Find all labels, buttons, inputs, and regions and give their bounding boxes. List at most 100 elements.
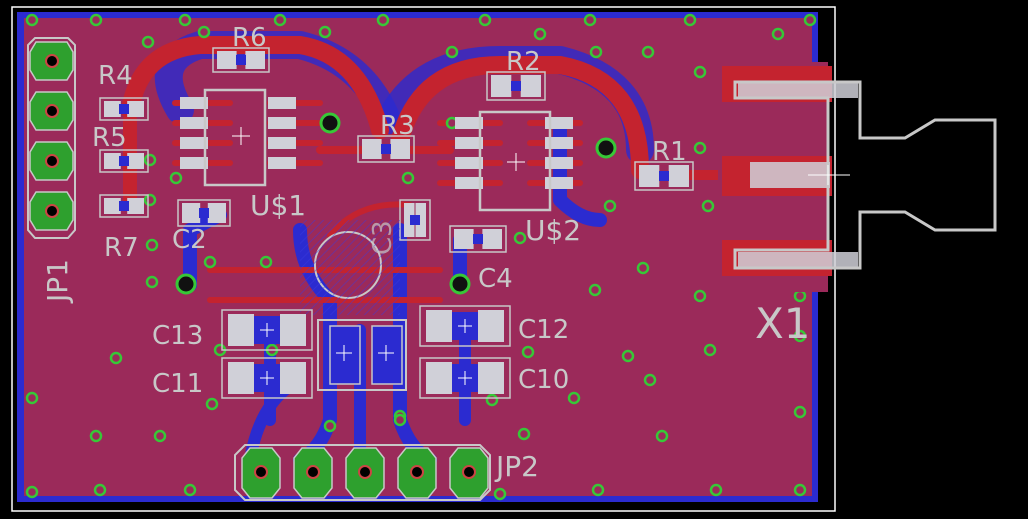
c3-component[interactable]: [300, 220, 407, 391]
via: [591, 483, 605, 497]
via: [145, 238, 159, 252]
jp2-connector[interactable]: [234, 444, 491, 501]
r1-label: R1: [652, 137, 687, 167]
c13-capacitor[interactable]: [221, 309, 313, 351]
via-large: [449, 273, 471, 295]
via: [771, 27, 785, 41]
via: [643, 373, 657, 387]
via: [143, 193, 157, 207]
via: [703, 343, 717, 357]
r3-resistor[interactable]: [357, 135, 415, 163]
via: [141, 35, 155, 49]
jp1-label: JP1: [41, 259, 74, 304]
r7-label: R7: [104, 233, 139, 263]
r6-label: R6: [232, 23, 267, 53]
c2-capacitor[interactable]: [177, 199, 231, 227]
via: [793, 329, 807, 343]
r7-resistor[interactable]: [99, 194, 149, 218]
via: [323, 419, 337, 433]
via-large: [175, 273, 197, 295]
via: [513, 231, 527, 245]
via: [89, 13, 103, 27]
r4-resistor[interactable]: [99, 97, 149, 121]
r6-resistor[interactable]: [212, 47, 270, 73]
via: [259, 255, 273, 269]
via: [485, 393, 499, 407]
c3-label: C3: [368, 220, 398, 255]
via: [178, 13, 192, 27]
via: [25, 391, 39, 405]
vias: [25, 13, 817, 501]
via: [197, 25, 211, 39]
via: [655, 429, 669, 443]
c11-label: C11: [152, 369, 203, 399]
via: [567, 391, 581, 405]
r1-resistor[interactable]: [634, 161, 694, 191]
c2-label: C2: [172, 225, 207, 255]
via: [143, 153, 157, 167]
via-large: [319, 112, 341, 134]
r3-label: R3: [380, 111, 415, 141]
via: [205, 397, 219, 411]
u1-ic[interactable]: [180, 88, 296, 187]
c4-label: C4: [478, 264, 513, 294]
via: [109, 351, 123, 365]
c13-label: C13: [152, 321, 203, 351]
via: [445, 45, 459, 59]
via: [636, 261, 650, 275]
via: [153, 429, 167, 443]
via: [203, 255, 217, 269]
via: [709, 483, 723, 497]
via: [533, 27, 547, 41]
c10-label: C10: [518, 365, 569, 395]
via: [603, 199, 617, 213]
via: [393, 413, 407, 427]
via-large: [595, 137, 617, 159]
r2-label: R2: [506, 47, 541, 77]
via: [376, 13, 390, 27]
via: [89, 429, 103, 443]
r5-label: R5: [92, 123, 127, 153]
via: [521, 345, 535, 359]
via: [803, 13, 817, 27]
via: [693, 65, 707, 79]
c4-capacitor[interactable]: [449, 225, 507, 253]
via: [793, 405, 807, 419]
via: [93, 483, 107, 497]
via: [273, 13, 287, 27]
via: [401, 171, 415, 185]
via: [693, 289, 707, 303]
via: [25, 485, 39, 499]
via: [693, 141, 707, 155]
via: [25, 13, 39, 27]
c12-capacitor[interactable]: [419, 305, 511, 347]
via: [589, 45, 603, 59]
c11-capacitor[interactable]: [221, 357, 313, 399]
u2-ic[interactable]: [455, 110, 573, 212]
u2-label: U$2: [525, 214, 581, 247]
via: [183, 483, 197, 497]
via: [318, 25, 332, 39]
via: [701, 199, 715, 213]
jp2-label: JP2: [494, 450, 539, 483]
r4-label: R4: [98, 61, 133, 91]
c12-label: C12: [518, 315, 569, 345]
x1-label: X1: [755, 299, 811, 348]
jp1-connector[interactable]: [27, 37, 76, 239]
r5-resistor[interactable]: [99, 149, 149, 173]
via: [478, 13, 492, 27]
via: [621, 349, 635, 363]
c10-capacitor[interactable]: [419, 357, 511, 399]
via: [517, 427, 531, 441]
via: [169, 171, 183, 185]
via: [588, 283, 602, 297]
u1-label: U$1: [250, 189, 306, 222]
via: [641, 45, 655, 59]
r2-resistor[interactable]: [486, 71, 546, 101]
via: [583, 13, 597, 27]
via: [145, 275, 159, 289]
x1-connector[interactable]: [718, 62, 997, 292]
via: [793, 483, 807, 497]
